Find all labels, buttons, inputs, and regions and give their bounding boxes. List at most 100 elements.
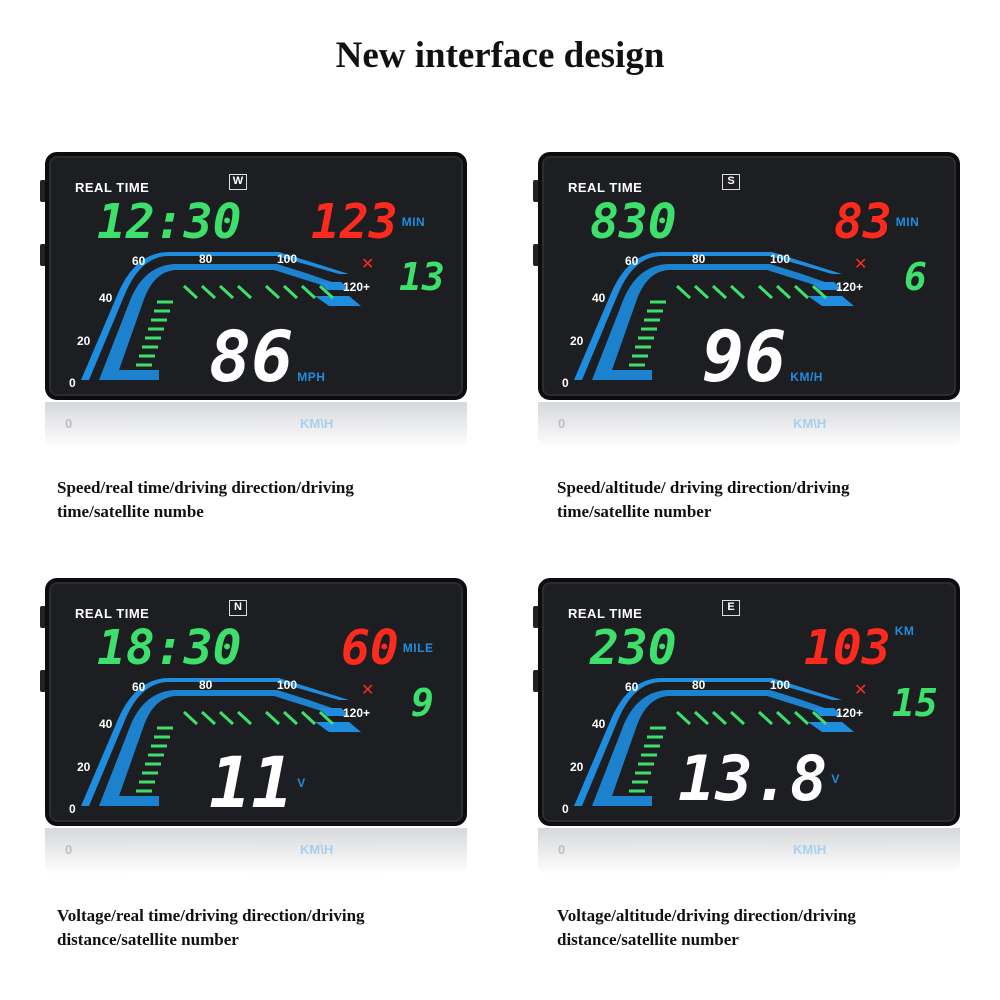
main-value: 11	[209, 742, 294, 824]
tick-20: 20	[77, 760, 91, 774]
tick-20: 20	[570, 334, 584, 348]
caption-line: distance/satellite number	[57, 930, 239, 949]
speed-gauge	[81, 678, 361, 806]
side-button	[40, 180, 46, 202]
caption: Speed/altitude/ driving direction/drivin…	[557, 476, 850, 524]
main-unit: V	[297, 776, 306, 790]
satellite-icon: ✕	[854, 256, 868, 273]
tick-0: 0	[69, 376, 76, 390]
left-display-value: 12:30	[97, 194, 242, 250]
right-display-value: 60	[341, 620, 399, 676]
hud-display: REAL TIME N 18:30 60 MILE ✕ 9 0 20 40 60…	[45, 578, 467, 826]
speed-gauge	[81, 252, 361, 380]
right-unit: MIN	[895, 215, 920, 229]
tick-100: 100	[277, 252, 298, 266]
right-display: 103 KM	[804, 624, 914, 672]
right-display-value: 83	[834, 194, 892, 250]
caption: Voltage/real time/driving direction/driv…	[57, 904, 365, 952]
main-display: 11 V	[209, 748, 306, 818]
tick-0: 0	[562, 802, 569, 816]
main-unit: KM/H	[790, 370, 823, 384]
direction-indicator: N	[229, 600, 247, 616]
direction-indicator: W	[229, 174, 247, 190]
side-button	[533, 606, 539, 628]
real-time-label: REAL TIME	[568, 606, 643, 621]
tick-80: 80	[199, 252, 213, 266]
right-display-value: 123	[311, 194, 398, 250]
tick-20: 20	[570, 760, 584, 774]
reflection: 0 KM\H	[45, 828, 467, 874]
caption-line: Voltage/altitude/driving direction/drivi…	[557, 906, 856, 925]
tick-60: 60	[132, 254, 146, 268]
reflection-unit: KM\H	[300, 416, 334, 431]
real-time-label: REAL TIME	[568, 180, 643, 195]
satellite-count: 9	[411, 681, 434, 725]
main-display: 13.8 V	[678, 748, 840, 810]
main-display: 96 KM/H	[702, 322, 823, 392]
tick-60: 60	[625, 680, 639, 694]
right-display-value: 103	[804, 620, 891, 676]
left-display-value: 18:30	[97, 620, 242, 676]
tick-0: 0	[562, 376, 569, 390]
speed-gauge	[574, 678, 854, 806]
tick-60: 60	[132, 680, 146, 694]
speed-gauge	[574, 252, 854, 380]
direction-indicator: S	[722, 174, 740, 190]
satellite-icon: ✕	[361, 682, 375, 699]
caption-line: distance/satellite number	[557, 930, 739, 949]
speed-bars	[629, 284, 828, 367]
right-unit: KM	[894, 624, 915, 638]
real-time-label: REAL TIME	[75, 180, 150, 195]
tick-120: 120+	[343, 706, 371, 720]
main-unit: MPH	[297, 370, 326, 384]
tick-40: 40	[592, 717, 606, 731]
left-display-value: 230	[590, 620, 677, 676]
side-button	[533, 670, 539, 692]
side-button	[40, 244, 46, 266]
satellite-count: 6	[904, 255, 927, 299]
tick-100: 100	[770, 252, 791, 266]
tick-120: 120+	[836, 280, 864, 294]
tick-120: 120+	[836, 706, 864, 720]
reflection-unit: KM\H	[300, 842, 334, 857]
main-unit: V	[831, 772, 840, 786]
reflection-zero: 0	[558, 416, 566, 431]
tick-60: 60	[625, 254, 639, 268]
right-unit: MIN	[401, 215, 426, 229]
caption-line: time/satellite number	[557, 502, 712, 521]
reflection: 0 KM\H	[45, 402, 467, 448]
caption: Voltage/altitude/driving direction/drivi…	[557, 904, 856, 952]
tick-0: 0	[69, 802, 76, 816]
tick-20: 20	[77, 334, 91, 348]
side-button	[533, 180, 539, 202]
reflection-zero: 0	[558, 842, 566, 857]
side-button	[533, 244, 539, 266]
reflection-unit: KM\H	[793, 416, 827, 431]
right-display: 83 MIN	[834, 198, 919, 246]
satellite-count: 13	[399, 255, 445, 299]
tick-80: 80	[199, 678, 213, 692]
caption-line: Speed/real time/driving direction/drivin…	[57, 478, 354, 497]
reflection: 0 KM\H	[538, 828, 960, 874]
main-value: 96	[702, 316, 787, 398]
hud-display: REAL TIME E 230 103 KM ✕ 15 0 20 40 60 8…	[538, 578, 960, 826]
reflection-zero: 0	[65, 416, 73, 431]
tick-40: 40	[592, 291, 606, 305]
reflection: 0 KM\H	[538, 402, 960, 448]
speed-bars	[136, 710, 335, 793]
tick-100: 100	[277, 678, 298, 692]
reflection-zero: 0	[65, 842, 73, 857]
satellite-icon: ✕	[854, 682, 868, 699]
main-display: 86 MPH	[209, 322, 325, 392]
satellite-count: 15	[892, 681, 938, 725]
hud-display: REAL TIME W 12:30 123 MIN ✕ 13 0 20 40 6…	[45, 152, 467, 400]
tick-40: 40	[99, 717, 113, 731]
satellite-icon: ✕	[361, 256, 375, 273]
hud-display: REAL TIME S 830 83 MIN ✕ 6 0 20 40 60 80…	[538, 152, 960, 400]
tick-120: 120+	[343, 280, 371, 294]
side-button	[40, 670, 46, 692]
tick-80: 80	[692, 678, 706, 692]
real-time-label: REAL TIME	[75, 606, 150, 621]
tick-100: 100	[770, 678, 791, 692]
tick-40: 40	[99, 291, 113, 305]
